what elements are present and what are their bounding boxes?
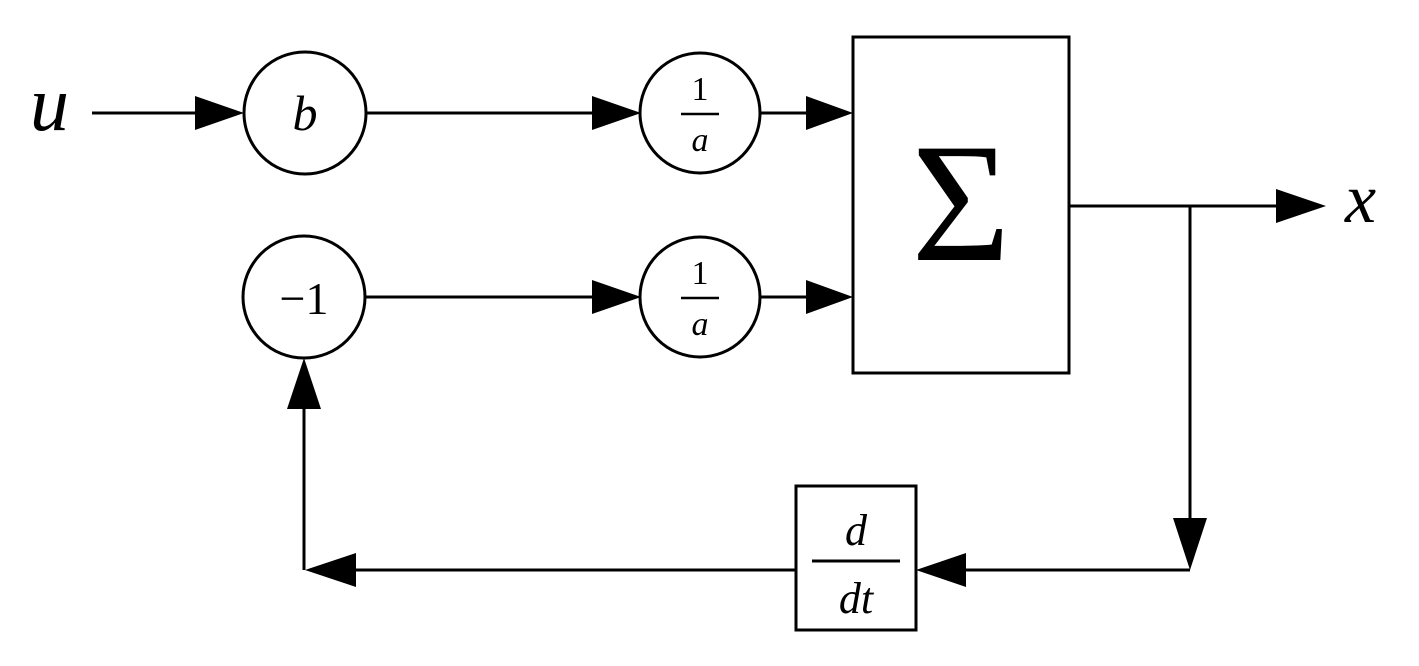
arrow-b-to-scale-top [366, 96, 641, 130]
scale-bottom-denominator: a [692, 306, 709, 343]
output-signal-label: x [1344, 161, 1376, 238]
gain-neg1-label: −1 [280, 273, 329, 324]
arrow-neg1-to-scale-bottom [365, 280, 641, 314]
scale-top-numerator: 1 [692, 71, 709, 108]
scale-bottom-numerator: 1 [692, 255, 709, 292]
gain-b-label: b [293, 85, 318, 141]
gain-neg1-node: −1 [241, 234, 367, 360]
scale-top-node: 1 a [638, 51, 762, 175]
feedback-branch-down [1173, 206, 1207, 570]
derivative-numerator: d [845, 506, 868, 555]
summer-block: Σ [851, 35, 1071, 375]
summer-symbol: Σ [912, 109, 1011, 297]
derivative-denominator: dt [839, 574, 875, 623]
scale-bottom-node: 1 a [638, 235, 762, 359]
arrow-corner-to-neg1 [287, 358, 321, 570]
arrow-derivative-to-corner [305, 553, 796, 587]
scale-top-denominator: a [692, 122, 709, 159]
gain-b-node: b [242, 50, 368, 176]
arrow-feedback-to-derivative [916, 553, 1190, 587]
arrow-summer-to-output [1069, 189, 1326, 223]
derivative-block: d dt [794, 484, 918, 632]
arrow-scale-top-to-summer [760, 96, 853, 130]
input-signal-label: u [30, 60, 69, 147]
arrow-u-to-b [92, 96, 244, 130]
arrow-scale-bottom-to-summer [760, 280, 853, 314]
